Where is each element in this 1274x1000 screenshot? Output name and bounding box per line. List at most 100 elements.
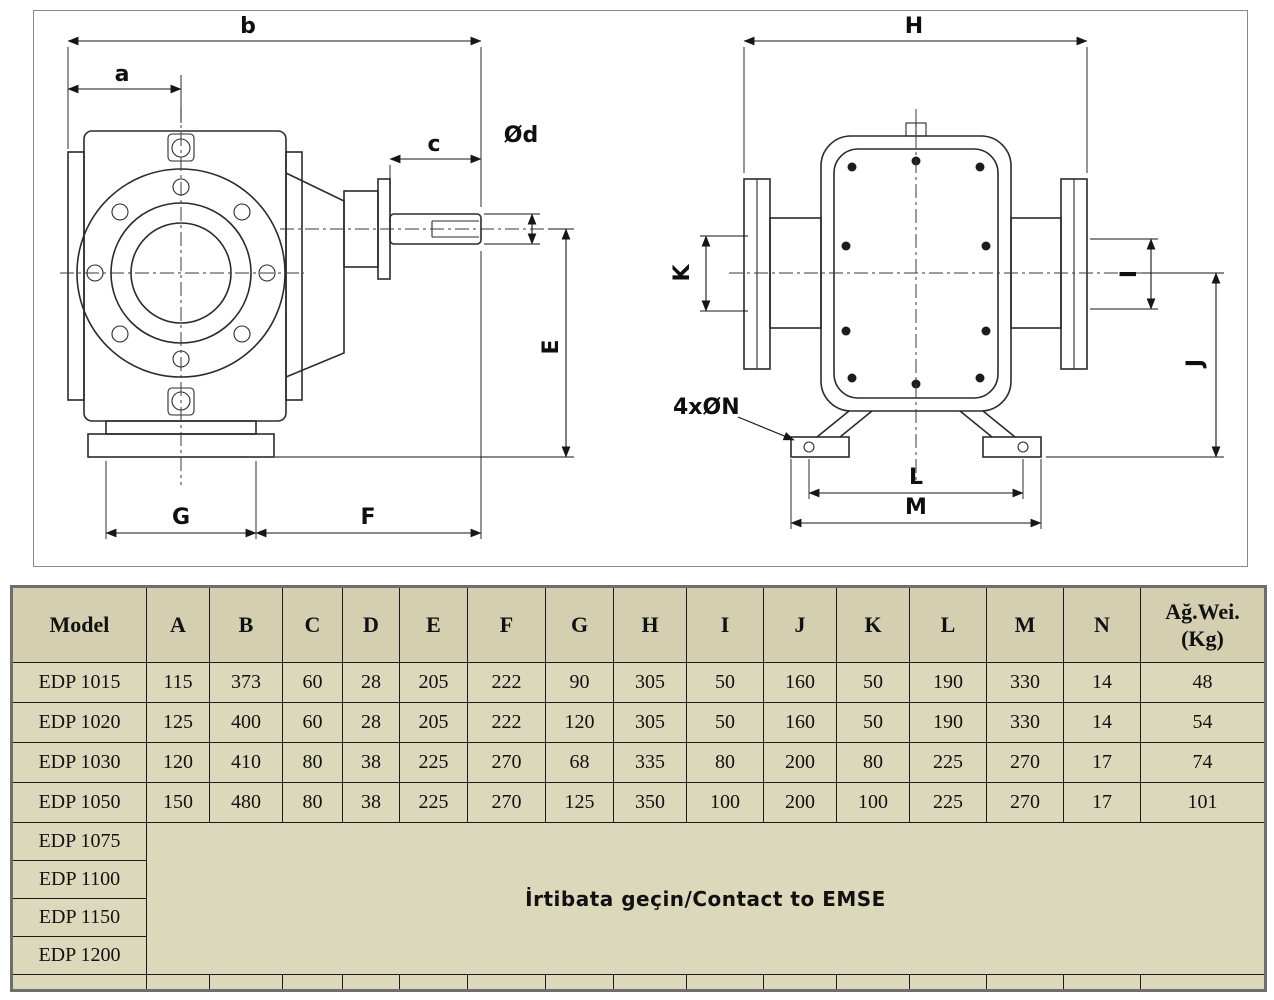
table-row: EDP 1015 115 373 60 28 205 222 90 305 50… [11,662,1266,703]
value-cell: 120 [146,742,210,783]
footer-cell [342,974,400,991]
side-view-geometry [67,130,482,458]
value-cell: 38 [342,742,400,783]
value-cell: 190 [909,702,987,743]
dim-label-L: L [909,465,923,490]
model-cell: EDP 1150 [11,898,147,937]
dim-label-d: Ød [504,123,538,148]
dim-label-b: b [240,14,256,39]
value-cell: 28 [342,702,400,743]
footer-cell [467,974,546,991]
table-row: EDP 1150 [11,898,1266,937]
dim-label-I: I [1117,270,1142,278]
value-cell: 410 [209,742,283,783]
footer-cell [836,974,910,991]
header-col-B: B [209,586,283,663]
model-cell: EDP 1075 [11,822,147,861]
header-col-J: J [763,586,837,663]
value-cell: 60 [282,662,343,703]
value-cell: 222 [467,702,546,743]
footer-cell [1140,974,1266,991]
value-cell: 225 [909,782,987,823]
value-cell: 14 [1063,702,1141,743]
side-view-centerlines [60,107,548,485]
header-col-D: D [342,586,400,663]
value-cell: 335 [613,742,687,783]
footer-cell [146,974,210,991]
side-view: b a c Ød E [60,14,574,539]
value-cell: 200 [763,742,837,783]
side-view-dimensions: b a c Ød E [67,14,574,539]
value-cell: 50 [686,662,764,703]
footer-cell [613,974,687,991]
table-row: EDP 1100 [11,860,1266,899]
header-col-H: H [613,586,687,663]
value-cell: 225 [909,742,987,783]
value-cell: 270 [467,782,546,823]
dim-label-F: F [360,505,375,530]
table-row: EDP 1075 İrtibata geçin/Contact to EMSE [11,822,1266,975]
value-cell: 225 [399,782,468,823]
header-col-I: I [686,586,764,663]
value-cell: 373 [209,662,283,703]
value-cell: 101 [1140,782,1266,823]
dim-label-M: M [905,495,927,520]
value-cell: 225 [399,742,468,783]
dim-label-G: G [172,505,190,530]
dim-label-E: E [539,339,564,354]
dim-label-c: c [427,132,440,157]
value-cell: 120 [545,702,614,743]
dim-label-K: K [670,264,695,282]
value-cell: 222 [467,662,546,703]
value-cell: 74 [1140,742,1266,783]
footer-cell [399,974,468,991]
value-cell: 150 [146,782,210,823]
dim-label-a: a [115,62,130,87]
front-view: H K I J 4xØN [670,14,1224,529]
value-cell: 350 [613,782,687,823]
dimension-table: Model A B C D E F G H I J K L M N Ağ.Wei… [10,585,1267,992]
value-cell: 80 [282,782,343,823]
value-cell: 305 [613,702,687,743]
dim-label-H: H [905,14,923,39]
value-cell: 160 [763,662,837,703]
value-cell: 205 [399,702,468,743]
footer-cell [11,974,147,991]
header-col-K: K [836,586,910,663]
header-col-M: M [986,586,1064,663]
header-col-F: F [467,586,546,663]
dim-label-J: J [1183,359,1208,369]
footer-cell [986,974,1064,991]
model-cell: EDP 1200 [11,936,147,975]
value-cell: 270 [467,742,546,783]
front-view-dimensions: H K I J 4xØN [670,14,1224,529]
value-cell: 38 [342,782,400,823]
header-col-C: C [282,586,343,663]
model-cell: EDP 1015 [11,662,147,703]
model-cell: EDP 1050 [11,782,147,823]
value-cell: 330 [986,702,1064,743]
technical-drawing: b a c Ød E [60,14,1224,539]
value-cell: 305 [613,662,687,703]
value-cell: 480 [209,782,283,823]
dim-label-N: 4xØN [673,395,740,420]
value-cell: 80 [836,742,910,783]
header-col-A: A [146,586,210,663]
value-cell: 17 [1063,742,1141,783]
value-cell: 125 [146,702,210,743]
value-cell: 160 [763,702,837,743]
table-row: EDP 1050 150 480 80 38 225 270 125 350 1… [11,782,1266,823]
value-cell: 60 [282,702,343,743]
value-cell: 80 [282,742,343,783]
footer-cell [209,974,283,991]
value-cell: 100 [836,782,910,823]
model-cell: EDP 1100 [11,860,147,899]
header-weight: Ağ.Wei. (Kg) [1140,586,1266,663]
value-cell: 200 [763,782,837,823]
footer-cell [282,974,343,991]
contact-cell: İrtibata geçin/Contact to EMSE [146,822,1266,975]
footer-cell [763,974,837,991]
front-view-centerlines [729,109,1142,481]
footer-cell [545,974,614,991]
technical-drawing-panel: b a c Ød E [33,10,1248,567]
